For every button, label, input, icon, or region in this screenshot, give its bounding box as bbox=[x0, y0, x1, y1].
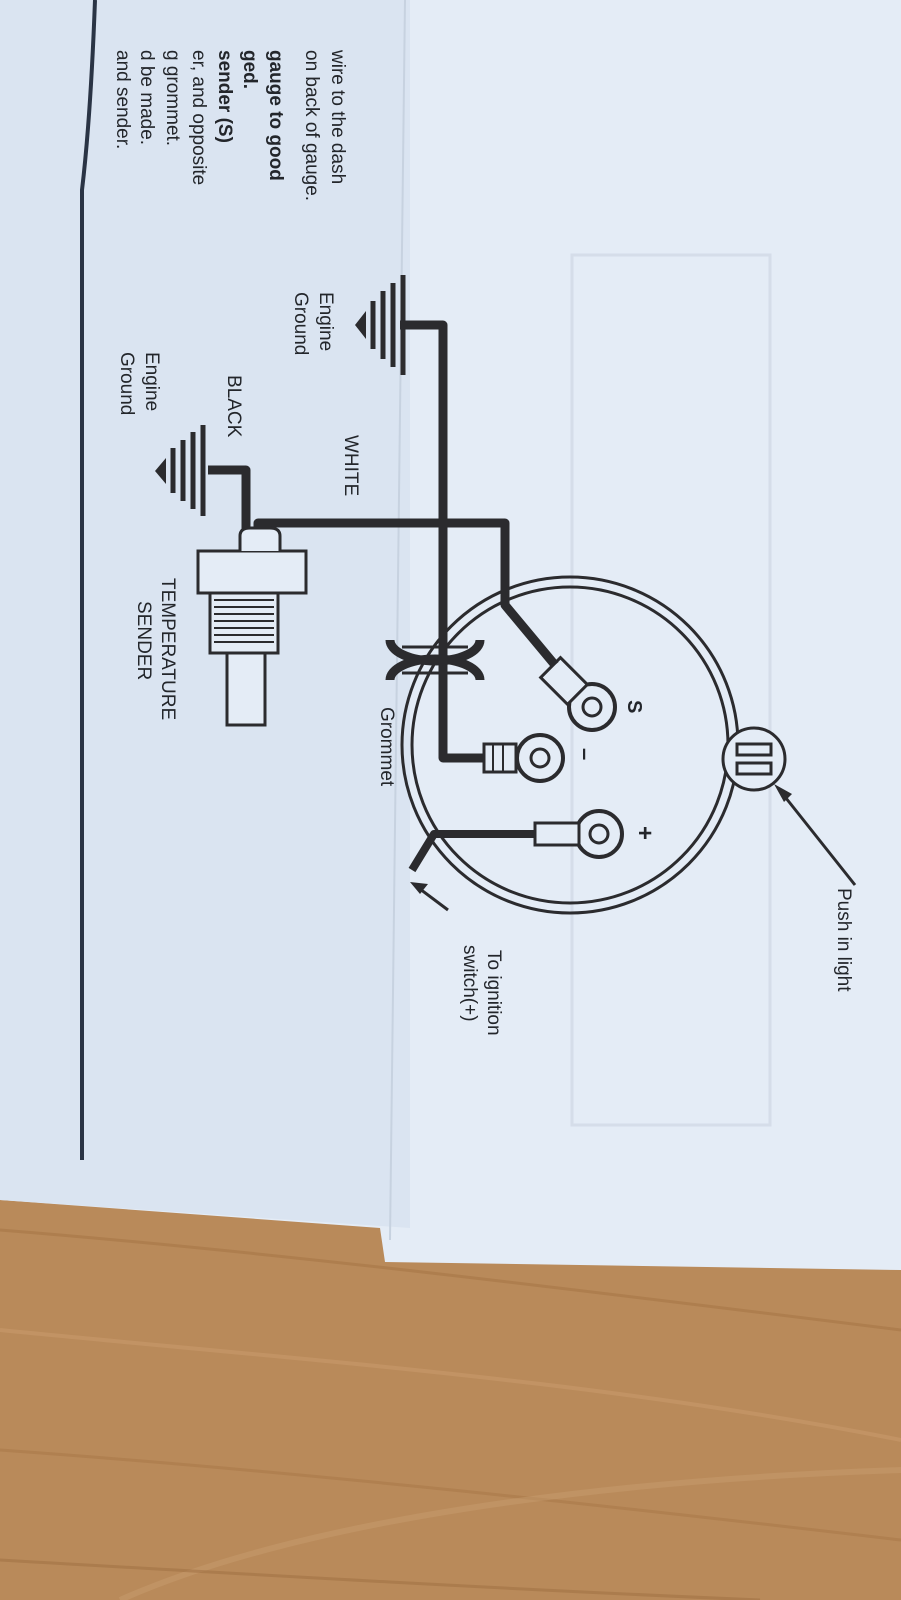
label-engine-ground: Engine bbox=[141, 352, 162, 411]
ignition-arrowhead-icon bbox=[410, 882, 428, 894]
instruction-line: wire to the dash bbox=[327, 49, 348, 184]
label-terminal-minus: – bbox=[573, 748, 598, 760]
wires bbox=[208, 320, 559, 873]
paper-sheet bbox=[0, 0, 901, 1270]
wire-sender-to-s bbox=[253, 518, 559, 668]
instruction-line: ged. bbox=[239, 50, 260, 89]
light-socket bbox=[721, 726, 787, 792]
terminal-minus bbox=[515, 733, 565, 783]
temperature-sender-icon bbox=[196, 526, 308, 727]
light-leader-line bbox=[776, 787, 857, 886]
instruction-line: gauge to good bbox=[265, 50, 286, 181]
instruction-line: sender (S) bbox=[214, 50, 235, 143]
label-temperature-sender: SENDER bbox=[133, 601, 154, 680]
label-white-wire: WHITE bbox=[340, 435, 361, 496]
wire-ground-to-minus bbox=[400, 320, 484, 763]
fold-line bbox=[80, 0, 97, 1160]
label-engine-ground: Engine bbox=[315, 292, 336, 351]
label-engine-ground: Ground bbox=[116, 352, 137, 415]
instruction-line: d be made. bbox=[136, 50, 157, 145]
label-push-in-light: Push in light bbox=[833, 888, 854, 992]
light-leader-arrowhead bbox=[774, 784, 792, 802]
terminal-plus-lug bbox=[533, 821, 581, 847]
label-temperature-sender: TEMPERATURE bbox=[157, 578, 178, 720]
wire-ignition-to-plus bbox=[408, 830, 535, 873]
label-grommet: Grommet bbox=[376, 707, 397, 787]
label-to-ignition: To ignition bbox=[483, 950, 504, 1036]
ground-symbol-icon bbox=[155, 425, 206, 516]
instruction-text-block: and sender. d be made. g grommet. er, an… bbox=[112, 49, 348, 201]
label-to-ignition: switch(+) bbox=[459, 945, 480, 1022]
label-black-wire: BLACK bbox=[223, 375, 244, 438]
label-terminal-plus: + bbox=[631, 826, 658, 840]
terminal-minus-lug bbox=[482, 742, 518, 774]
instruction-line: and sender. bbox=[112, 50, 133, 149]
instruction-line: er, and opposite bbox=[188, 50, 209, 185]
label-terminal-s: S bbox=[623, 700, 645, 713]
terminal-s bbox=[567, 682, 617, 732]
label-engine-ground: Ground bbox=[290, 292, 311, 355]
diagram-labels: Push in light To ignition switch(+) Grom… bbox=[116, 292, 854, 1036]
terminal-s-lug bbox=[538, 655, 590, 707]
grommet-icon bbox=[385, 639, 485, 681]
terminal-plus bbox=[574, 809, 624, 859]
instruction-line: g grommet. bbox=[162, 50, 183, 146]
instruction-line: on back of gauge. bbox=[301, 50, 322, 201]
ground-symbol-icon bbox=[355, 275, 406, 375]
